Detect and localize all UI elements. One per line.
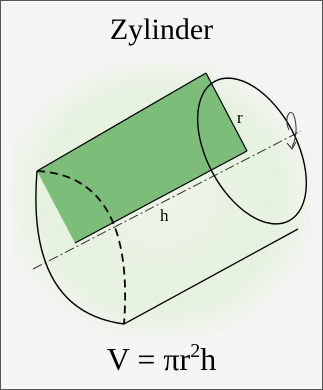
figure-title: Zylinder: [109, 13, 214, 46]
volume-formula: V = πr2h: [1, 339, 322, 384]
pi-symbol: π: [163, 341, 180, 377]
height-label: h: [160, 206, 169, 225]
cross-section-radius-edge: [205, 72, 248, 152]
bottom-generator-line: [123, 228, 299, 325]
left-base-hidden-arc: [36, 170, 126, 325]
formula-exponent: 2: [190, 340, 201, 362]
top-generator-line: [36, 72, 207, 172]
radius-label: r: [237, 108, 243, 127]
formula-height: h: [200, 341, 217, 377]
formula-radius: r: [179, 341, 191, 377]
left-base-front-arc: [35, 170, 125, 325]
cross-section-lower-edge: [74, 150, 248, 244]
formula-lhs: V =: [106, 341, 164, 377]
axial-cross-section: [37, 73, 247, 243]
rotation-arrow-icon: [286, 112, 297, 150]
right-base-ellipse: [196, 77, 308, 225]
rotation-axis: [32, 130, 302, 270]
